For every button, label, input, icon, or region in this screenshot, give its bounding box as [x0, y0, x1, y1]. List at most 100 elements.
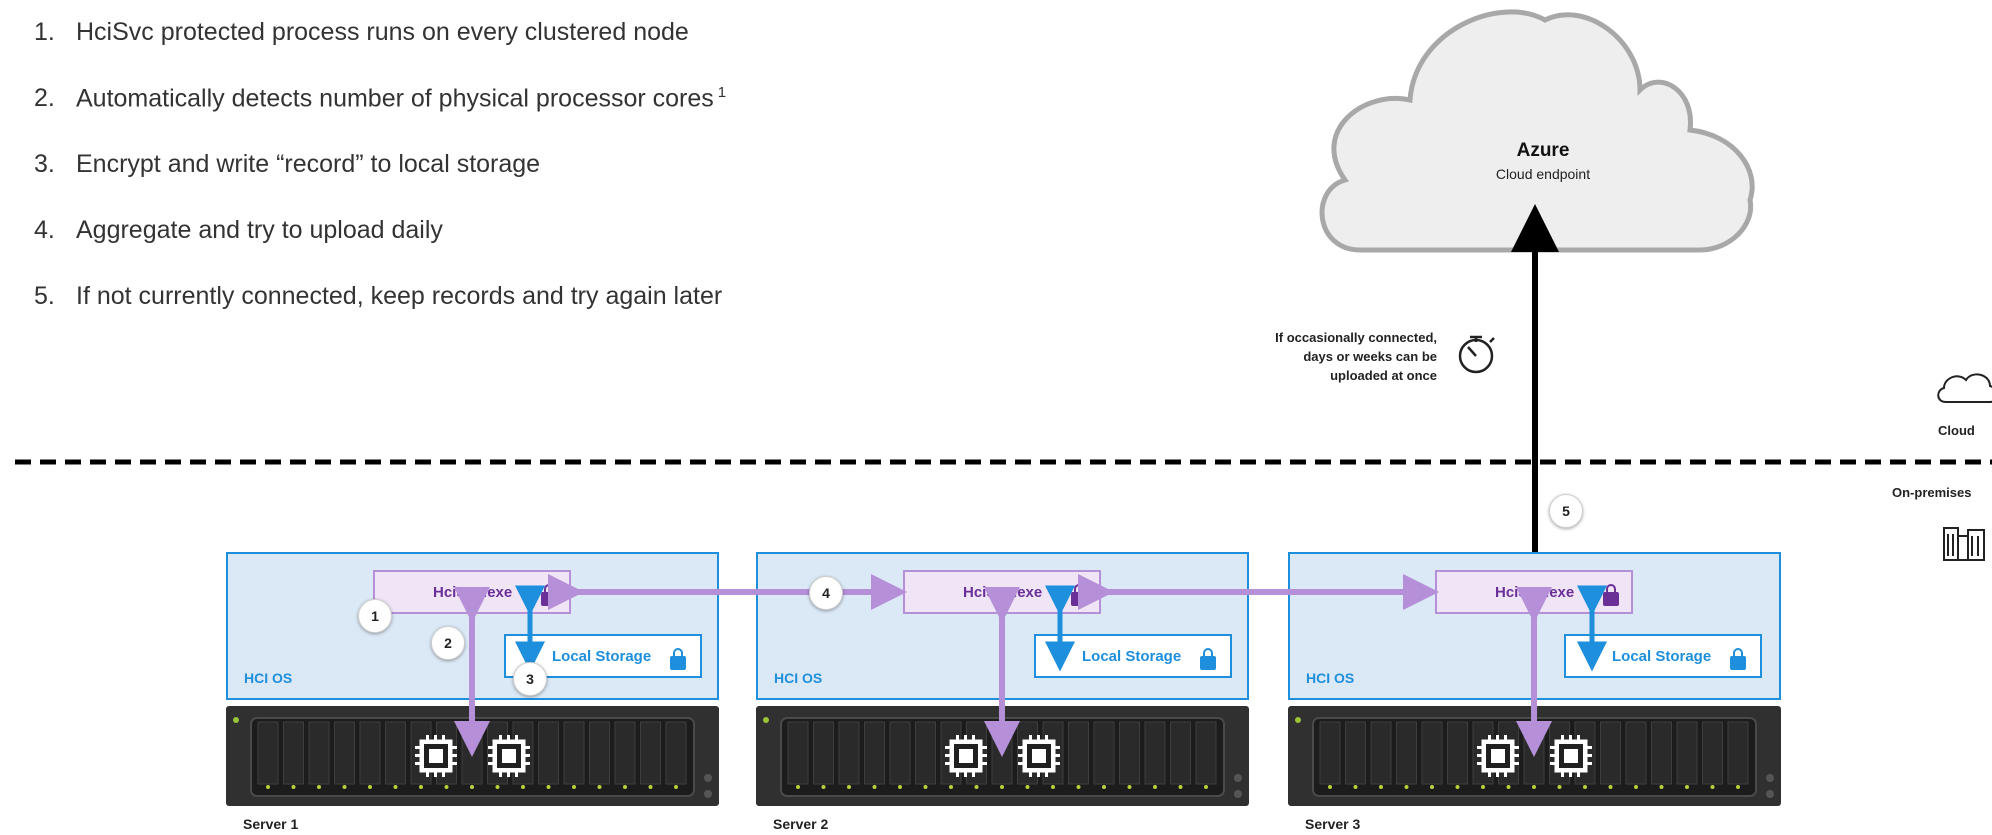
drive-bay: [1345, 721, 1366, 785]
drive-led: [393, 785, 398, 789]
building-icon: [1943, 527, 1985, 561]
drive-led: [419, 785, 423, 789]
drive-led: [546, 785, 551, 789]
cpu-chip-icon: [414, 734, 458, 778]
drive-bay: [563, 721, 585, 785]
cpu-chip-icon: [1476, 734, 1520, 778]
drive-led: [1153, 785, 1157, 789]
step-text-body: Aggregate and try to upload daily: [76, 216, 443, 244]
cloud-icon: [1937, 373, 1992, 403]
cpu-chip-icon: [944, 734, 988, 778]
step-text-body: If not currently connected, keep records…: [76, 282, 723, 310]
cloud-title: Azure: [1516, 140, 1570, 161]
cpu-chip-icon: [487, 734, 531, 778]
cpu-chip-icon: [1017, 734, 1061, 778]
cpu-chip-icon: [1549, 734, 1593, 778]
step-text-body: Automatically detects number of physical…: [76, 84, 714, 113]
drive-led: [1353, 785, 1358, 789]
drive-led: [444, 785, 449, 789]
offline-note-line: days or weeks can be: [1303, 349, 1437, 364]
offline-note-line: If occasionally connected,: [1275, 330, 1437, 345]
local-storage-label: Local Storage: [1082, 648, 1182, 665]
drive-bay: [589, 721, 610, 785]
local-storage-label: Local Storage: [1612, 648, 1712, 665]
drive-led: [1000, 785, 1004, 789]
drive-bay: [1702, 721, 1723, 785]
drive-bay: [1195, 721, 1217, 785]
offline-note: If occasionally connected, days or weeks…: [1205, 328, 1437, 385]
drive-led: [1608, 785, 1613, 789]
drive-bay: [1676, 721, 1698, 785]
drive-led: [266, 785, 270, 789]
drive-bay: [1170, 721, 1191, 785]
drive-led: [674, 785, 678, 789]
drive-led: [872, 785, 877, 789]
drive-led: [974, 785, 979, 789]
drive-bay: [614, 721, 636, 785]
drive-led: [1178, 785, 1183, 789]
drive-bay: [1319, 721, 1341, 785]
server-label: Server 1: [243, 816, 299, 832]
drive-bay: [385, 721, 406, 785]
drive-led: [1379, 785, 1383, 789]
azure-cloud-shape: [1319, 9, 1755, 253]
drive-led: [1583, 785, 1587, 789]
zone-label-onprem: On-premises: [1892, 485, 1972, 500]
drive-bay: [1119, 721, 1140, 785]
drive-led: [1532, 785, 1536, 789]
footnote-marker: 1: [717, 84, 727, 101]
step-badge: 2: [431, 626, 465, 660]
lock-icon: [670, 648, 686, 670]
drive-led: [291, 785, 296, 789]
step-text: If not currently connected, keep records…: [76, 282, 722, 311]
drive-bay: [915, 721, 936, 785]
drive-bay: [838, 721, 860, 785]
stopwatch-icon: [1458, 335, 1495, 374]
drive-led: [796, 785, 800, 789]
drive-bay: [1727, 721, 1749, 785]
drive-bay: [538, 721, 559, 785]
drive-bay: [1396, 721, 1417, 785]
step-number: 5.: [34, 282, 55, 310]
drive-bay: [864, 721, 885, 785]
zone-label-cloud: Cloud: [1938, 423, 1975, 438]
step-text-body: Encrypt and write “record” to local stor…: [76, 150, 541, 178]
drive-led: [923, 785, 928, 789]
step-badge: 3: [513, 662, 547, 696]
drive-led: [1481, 785, 1485, 789]
drive-bay: [1651, 721, 1672, 785]
drive-led: [648, 785, 653, 789]
drive-led: [1736, 785, 1740, 789]
local-storage-label: Local Storage: [552, 648, 652, 665]
step-badge: 1: [358, 599, 392, 633]
drive-bay: [308, 721, 330, 785]
hci-os-label: HCI OS: [774, 670, 823, 686]
drive-led: [1127, 785, 1132, 789]
drive-led: [1659, 785, 1664, 789]
drive-bay: [665, 721, 687, 785]
drive-led: [1102, 785, 1106, 789]
drive-bay: [334, 721, 355, 785]
drive-led: [1710, 785, 1715, 789]
offline-note-line: uploaded at once: [1330, 368, 1437, 383]
drive-bay: [1093, 721, 1115, 785]
cloud-subtitle: Cloud endpoint: [1495, 166, 1591, 182]
drive-bay: [1600, 721, 1621, 785]
server-label: Server 3: [1305, 816, 1361, 832]
drive-led: [368, 785, 372, 789]
drive-bay: [1421, 721, 1443, 785]
drive-led: [623, 785, 627, 789]
step-text: Aggregate and try to upload daily: [76, 216, 443, 245]
drive-led: [898, 785, 902, 789]
drive-led: [572, 785, 576, 789]
lock-icon: [1603, 584, 1619, 606]
drive-led: [1025, 785, 1030, 789]
step-text-body: HciSvc protected process runs on every c…: [76, 18, 689, 46]
step-number: 1.: [34, 18, 55, 46]
step-text: Encrypt and write “record” to local stor…: [76, 150, 540, 179]
drive-bay: [1447, 721, 1468, 785]
hci-os-label: HCI OS: [1306, 670, 1355, 686]
lock-icon: [1200, 648, 1216, 670]
drive-bay: [1370, 721, 1392, 785]
